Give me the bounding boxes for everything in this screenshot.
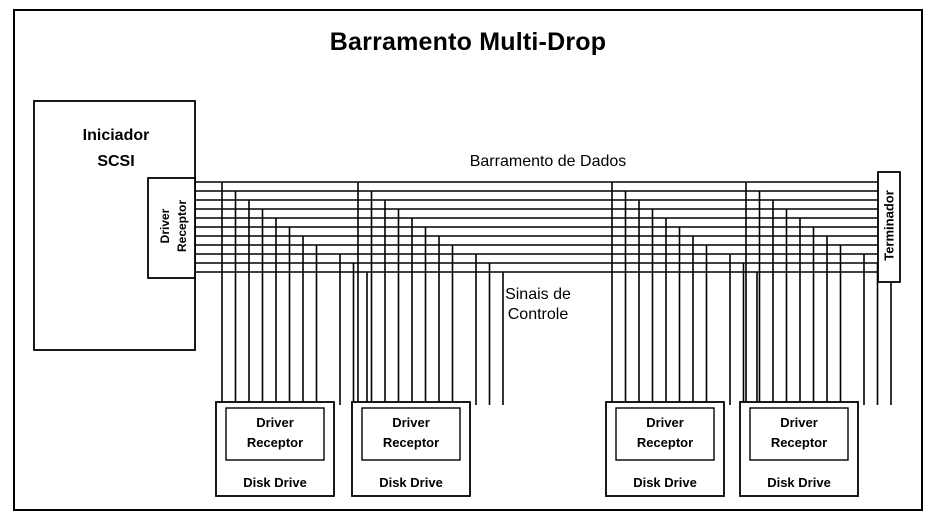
initiator-label-line1: Iniciador xyxy=(82,127,150,144)
device-transceiver-box-4 xyxy=(749,407,849,461)
device-4-transceiver-label-receptor: Receptor xyxy=(770,435,828,450)
initiator-transceiver-label-receptor: Receptor xyxy=(175,200,189,253)
device-transceiver-box-2 xyxy=(361,407,461,461)
device-1-transceiver-label-driver: Driver xyxy=(256,415,294,430)
control-signals-label-line1: Sinais de xyxy=(505,286,571,303)
data-bus-label: Barramento de Dados xyxy=(469,153,627,170)
device-drop-lines xyxy=(221,182,892,405)
device-2-transceiver-label-driver: Driver xyxy=(392,415,430,430)
disk-drive-box-4[interactable] xyxy=(739,401,859,497)
device-boxes-group xyxy=(215,401,859,497)
initiator-transceiver-box xyxy=(147,177,196,279)
terminator-label: Terminador xyxy=(881,190,897,261)
disk-drive-box-1[interactable] xyxy=(215,401,335,497)
device-4-transceiver-label-driver: Driver xyxy=(780,415,818,430)
initiator-label-line2: SCSI xyxy=(97,153,135,170)
device-3-transceiver-label-driver: Driver xyxy=(646,415,684,430)
device-transceiver-box-3 xyxy=(615,407,715,461)
device-transceiver-box-1 xyxy=(225,407,325,461)
device-2-transceiver-label-receptor: Receptor xyxy=(382,435,440,450)
bus-horizontal-lines xyxy=(195,181,878,273)
device-4-name: Disk Drive xyxy=(767,475,831,490)
initiator-transceiver-label-driver: Driver xyxy=(158,208,172,244)
device-1-transceiver-label-receptor: Receptor xyxy=(246,435,304,450)
device-2-name: Disk Drive xyxy=(379,475,443,490)
disk-drive-box-2[interactable] xyxy=(351,401,471,497)
page-title: Barramento Multi-Drop xyxy=(329,28,607,56)
control-signals-label-line2: Controle xyxy=(507,306,569,323)
device-3-name: Disk Drive xyxy=(633,475,697,490)
outer-frame xyxy=(13,9,923,511)
device-3-transceiver-label-receptor: Receptor xyxy=(636,435,694,450)
disk-drive-box-3[interactable] xyxy=(605,401,725,497)
terminator-box xyxy=(877,171,901,283)
device-1-name: Disk Drive xyxy=(243,475,307,490)
